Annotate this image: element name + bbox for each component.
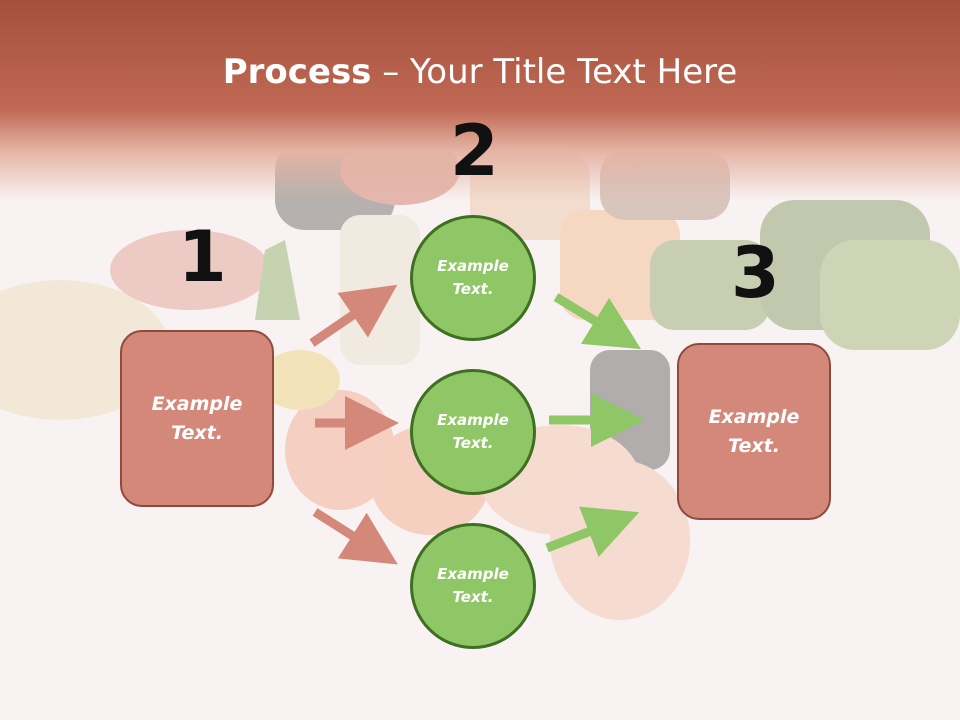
arrow-top-to-right (553, 293, 642, 350)
arrow-left-to-bottom (312, 508, 398, 565)
slide-title-bold: Process (222, 52, 372, 92)
step-number-1: 1 (178, 216, 227, 298)
step-number-2: 2 (450, 110, 499, 192)
title-band (0, 0, 960, 200)
arrow-bottom-to-right (545, 506, 640, 557)
process-box-left: Example Text. (120, 330, 274, 507)
slide-title: Process – Your Title Text Here (0, 52, 960, 92)
process-box-right: Example Text. (677, 343, 831, 520)
process-circle-top: Example Text. (410, 215, 536, 341)
slide-title-rest: – Your Title Text Here (371, 52, 738, 92)
process-circle-bottom: Example Text. (410, 523, 536, 649)
process-circle-middle: Example Text. (410, 369, 536, 495)
step-number-3: 3 (731, 232, 780, 314)
arrow-left-to-top (309, 284, 398, 347)
